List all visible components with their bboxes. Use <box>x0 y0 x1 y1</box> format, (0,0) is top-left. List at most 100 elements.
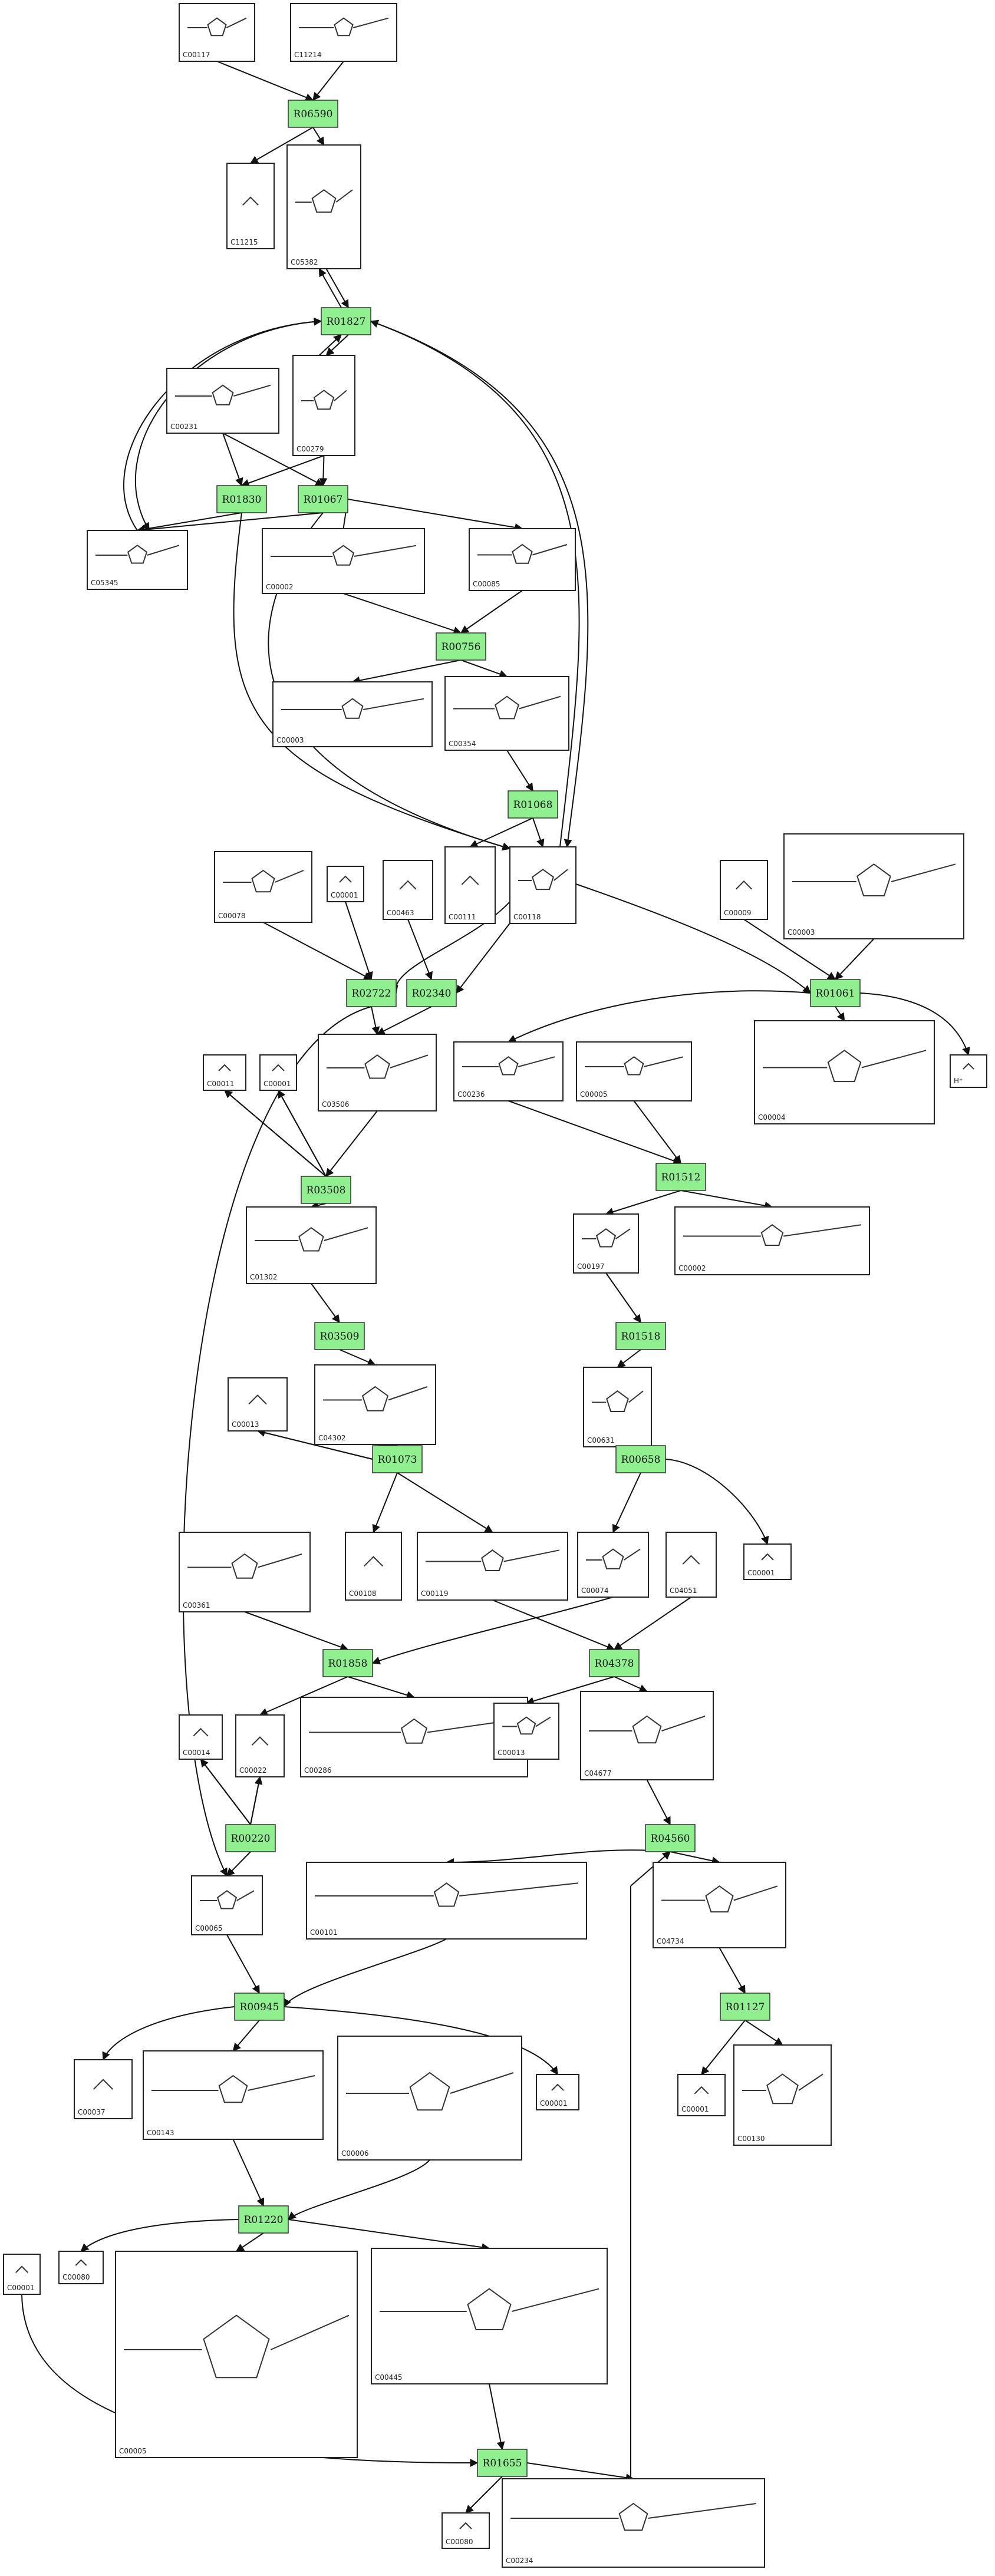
edge <box>232 2139 265 2207</box>
reaction-node-r01512[interactable]: R01512 <box>655 1163 706 1191</box>
compound-node-c00108[interactable]: C00108 <box>345 1532 402 1601</box>
compound-node-c00236[interactable]: C00236 <box>453 1041 564 1101</box>
compound-node-c00080-c[interactable]: C00080 <box>442 2512 490 2549</box>
reaction-box <box>298 485 348 513</box>
reaction-node-r00945[interactable]: R00945 <box>234 1993 285 2021</box>
compound-node-c00001-a[interactable]: C00001 <box>327 866 364 902</box>
compound-node-c00279[interactable]: C00279 <box>292 355 355 456</box>
reaction-node-r01068[interactable]: R01068 <box>508 790 558 819</box>
compound-node-c00005[interactable]: C00005 <box>576 1041 692 1101</box>
compound-box <box>453 1041 564 1101</box>
reaction-node-r04378[interactable]: R04378 <box>589 1649 640 1677</box>
reaction-label: R04378 <box>595 1658 634 1670</box>
compound-label: C00234 <box>506 2557 533 2565</box>
compound-node-c05345[interactable]: C05345 <box>87 530 188 590</box>
compound-node-c00631[interactable]: C00631 <box>583 1367 652 1447</box>
compound-node-c00354[interactable]: C00354 <box>444 676 569 751</box>
compound-node-c00111[interactable]: C00111 <box>444 846 496 924</box>
compound-node-c00003-b[interactable]: C00003 <box>783 833 964 939</box>
compound-node-c00231[interactable]: C00231 <box>166 368 279 434</box>
reaction-node-r01858[interactable]: R01858 <box>322 1649 373 1677</box>
compound-node-c00022[interactable]: C00022 <box>235 1714 285 1777</box>
compound-label: C00006 <box>341 2149 369 2158</box>
reaction-node-r01655[interactable]: R01655 <box>477 2449 528 2477</box>
compound-node-c00234[interactable]: C00234 <box>502 2478 765 2568</box>
reaction-node-r02340[interactable]: R02340 <box>406 979 457 1007</box>
structure-drawing <box>95 545 180 564</box>
reaction-node-r03509[interactable]: R03509 <box>314 1322 365 1350</box>
reaction-node-r01061[interactable]: R01061 <box>810 979 861 1007</box>
compound-node-c00004[interactable]: C00004 <box>754 1020 935 1124</box>
reaction-node-r03508[interactable]: R03508 <box>301 1176 351 1204</box>
edge <box>397 1472 493 1533</box>
compound-node-c11214[interactable]: C11214 <box>290 3 397 62</box>
compound-node-c00001-b[interactable]: C00001 <box>259 1054 297 1091</box>
reaction-label: R06590 <box>294 108 333 120</box>
reaction-node-r01827[interactable]: R01827 <box>321 307 371 335</box>
compound-node-c11215[interactable]: C11215 <box>226 163 275 249</box>
compound-node-c01302[interactable]: C01302 <box>246 1206 377 1284</box>
compound-node-c00001-e[interactable]: C00001 <box>677 2074 726 2116</box>
edge <box>263 922 373 980</box>
reaction-node-r01518[interactable]: R01518 <box>615 1322 666 1350</box>
reaction-node-r04560[interactable]: R04560 <box>645 1824 696 1852</box>
compound-box <box>444 846 496 924</box>
compound-node-c00101[interactable]: C00101 <box>306 1862 587 1940</box>
compound-label: C00002 <box>678 1264 706 1272</box>
compound-label: C11214 <box>294 51 322 59</box>
compound-node-c00013-a[interactable]: C00013 <box>228 1377 288 1432</box>
compound-node-c00074[interactable]: C00074 <box>577 1532 649 1598</box>
reaction-node-r00658[interactable]: R00658 <box>615 1445 666 1473</box>
compound-node-c05382[interactable]: C05382 <box>286 144 361 269</box>
compound-node-c04302[interactable]: C04302 <box>314 1364 436 1445</box>
compound-node-c00463[interactable]: C00463 <box>383 860 433 920</box>
compound-node-c04051[interactable]: C04051 <box>665 1532 717 1598</box>
compound-node-c04734[interactable]: C04734 <box>653 1862 786 1948</box>
reaction-node-r01067[interactable]: R01067 <box>298 485 348 513</box>
edge <box>259 1676 348 1716</box>
compound-node-c00080-a[interactable]: H⁺ <box>950 1054 987 1088</box>
compound-node-c00001-c[interactable]: C00001 <box>743 1543 792 1580</box>
compound-node-c00014[interactable]: C00014 <box>179 1714 223 1760</box>
compound-node-c00009[interactable]: C00009 <box>720 860 768 920</box>
edge <box>345 901 373 981</box>
compound-node-c00078[interactable]: C00078 <box>214 851 312 923</box>
reaction-node-r00756[interactable]: R00756 <box>436 632 486 661</box>
compound-node-c00006[interactable]: C00006 <box>337 2036 522 2161</box>
edge <box>489 2383 505 2450</box>
compound-box <box>371 2248 608 2384</box>
compound-node-c00002-a[interactable]: C00002 <box>262 528 425 594</box>
compound-node-c00130[interactable]: C00130 <box>733 2044 832 2146</box>
compound-node-c00118[interactable]: C00118 <box>509 846 576 924</box>
compound-label: C00279 <box>296 445 324 453</box>
compound-node-c00197[interactable]: C00197 <box>573 1213 639 1274</box>
reaction-node-r02722[interactable]: R02722 <box>346 979 397 1007</box>
compound-node-c00085[interactable]: C00085 <box>469 528 576 591</box>
reaction-node-r01220[interactable]: R01220 <box>238 2205 289 2234</box>
reaction-node-r06590[interactable]: R06590 <box>288 100 338 128</box>
compound-node-c04677[interactable]: C04677 <box>580 1691 714 1780</box>
compound-node-c00037[interactable]: C00037 <box>74 2059 133 2119</box>
compound-node-c00002-b[interactable]: C00002 <box>674 1206 870 1275</box>
compound-node-c00286[interactable]: C00286 <box>300 1697 528 1777</box>
reaction-node-r01127[interactable]: R01127 <box>720 1993 770 2021</box>
reaction-node-r01830[interactable]: R01830 <box>216 485 267 513</box>
compound-node-c00117-top[interactable]: C00117 <box>179 3 255 62</box>
compound-node-c00001-f[interactable]: C00001 <box>3 2254 41 2295</box>
compound-node-c00143[interactable]: C00143 <box>143 2050 324 2140</box>
compound-node-c00445[interactable]: C00445 <box>371 2248 608 2384</box>
compound-node-c00011[interactable]: C00011 <box>203 1054 246 1091</box>
reaction-node-r00220[interactable]: R00220 <box>225 1824 276 1852</box>
compound-node-c00361[interactable]: C00361 <box>179 1532 311 1612</box>
compound-node-c00005-b[interactable]: C00005 <box>115 2251 358 2458</box>
compound-node-c00001-d[interactable]: C00001 <box>536 2074 579 2110</box>
edge <box>80 2219 239 2252</box>
compound-node-c03506[interactable]: C03506 <box>318 1034 437 1111</box>
edge <box>318 334 342 356</box>
compound-node-c00013-b[interactable]: C00013 <box>493 1703 559 1760</box>
compound-node-c00119[interactable]: C00119 <box>417 1532 568 1601</box>
compound-node-c00080-b[interactable]: C00080 <box>58 2251 104 2284</box>
reaction-node-r01073[interactable]: R01073 <box>372 1445 423 1473</box>
compound-node-c00065[interactable]: C00065 <box>191 1875 263 1935</box>
compound-node-c00003-a[interactable]: C00003 <box>272 681 433 747</box>
